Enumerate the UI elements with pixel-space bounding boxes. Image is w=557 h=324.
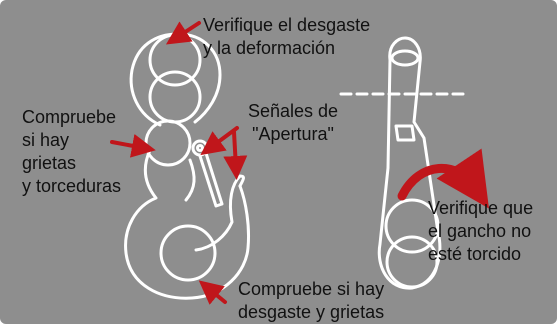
side-latch — [394, 124, 416, 142]
safety-latch — [198, 148, 224, 208]
arrow-wear-deformation — [165, 21, 201, 45]
label-wear-cracks: Compruebe si hay desgaste y grietas — [238, 279, 385, 322]
hook-side-view — [339, 36, 468, 290]
inspection-circle-side-bottom — [385, 235, 439, 289]
arrow-cracks-twists — [110, 133, 156, 158]
inspection-circle-neck — [144, 119, 192, 167]
latch-pivot — [191, 139, 209, 157]
indicator-arrows — [110, 21, 490, 305]
label-opening-signs: Señales de "Apertura" — [248, 101, 339, 144]
label-cracks-twists: Compruebe si hay grietas y torceduras — [22, 107, 122, 196]
arrow-opening-2 — [223, 130, 248, 180]
hook-front-view — [124, 32, 250, 300]
arrow-wear-cracks — [198, 280, 227, 305]
arrow-twist — [397, 148, 490, 209]
hook-body-outline — [124, 148, 250, 300]
hook-tip-outline — [194, 174, 245, 252]
inspection-circle-side-top — [384, 198, 440, 254]
latch-pivot-pin — [196, 144, 204, 152]
hook-inner-curve — [184, 158, 196, 202]
inspection-circle-bottom — [159, 224, 217, 282]
label-not-twisted: Verifique que el gancho no esté torcido — [428, 198, 534, 264]
inspection-circle-eye — [148, 70, 202, 124]
label-wear-deformation: Verifique el desgaste y la deformación — [203, 15, 371, 58]
hook-side-top-ellipse — [390, 49, 420, 67]
